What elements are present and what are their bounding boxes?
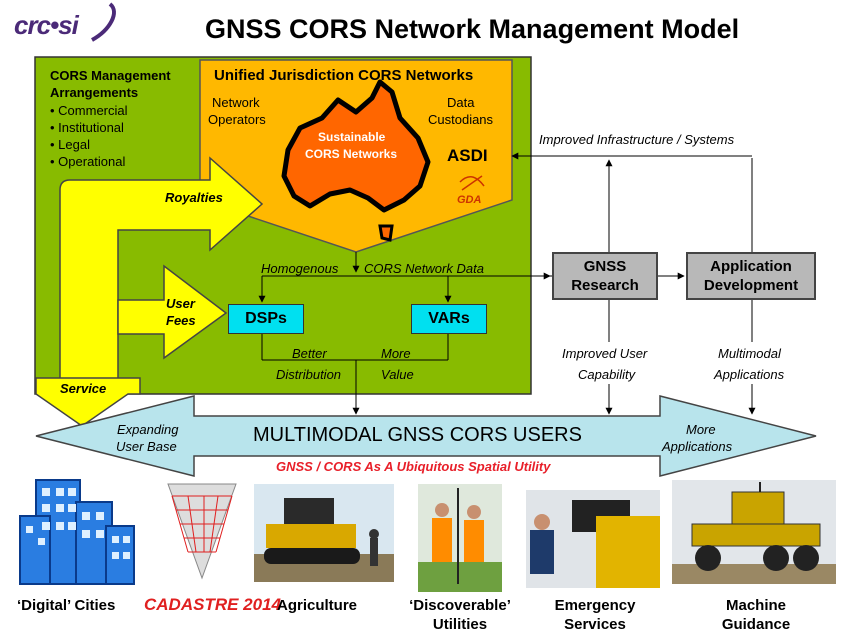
better-label: Better — [292, 346, 327, 361]
arrangements-heading-2: Arrangements — [50, 85, 139, 100]
more-applications-label-1: More — [686, 422, 716, 437]
users-arrow — [35, 395, 817, 477]
homogenous-label: Homogenous — [261, 261, 339, 276]
arrangement-item: • Operational — [50, 154, 126, 169]
arrangement-item: • Institutional — [50, 120, 124, 135]
gnss-research-line-2: Research — [571, 277, 639, 294]
user-fees-arrow — [117, 264, 228, 360]
cors-network-data-label: CORS Network Data — [364, 261, 484, 276]
multimodal-label-1: Multimodal — [718, 346, 781, 361]
more-applications-label-2: Applications — [662, 439, 733, 454]
emergency-illustration — [526, 490, 660, 588]
improved-user-label-1: Improved User — [562, 346, 648, 361]
gnss-research-line-1: GNSS — [583, 258, 627, 275]
tasmania-map — [378, 224, 394, 242]
arrangement-item: • Legal — [50, 137, 90, 152]
improved-infrastructure-label: Improved Infrastructure / Systems — [539, 132, 735, 147]
gda-label: GDA — [457, 194, 482, 206]
gda-mark-icon — [459, 175, 485, 191]
data-custodians-line-1: Data — [447, 95, 475, 110]
utilities-caption-1: ‘Discoverable’ — [409, 597, 511, 614]
utility-tagline: GNSS / CORS As A Ubiquitous Spatial Util… — [276, 459, 551, 474]
emergency-caption-1: Emergency — [554, 597, 636, 614]
digital-cities-illustration — [19, 479, 135, 585]
value-label: Value — [381, 367, 414, 382]
app-dev-line-2: Development — [703, 277, 799, 294]
asdi-label: ASDI — [447, 146, 488, 165]
multimodal-label-2: Applications — [714, 367, 785, 382]
service-arrow — [35, 377, 141, 427]
agriculture-caption: Agriculture — [277, 597, 358, 614]
network-operators-line-1: Network — [212, 95, 260, 110]
utilities-caption-2: Utilities — [432, 616, 488, 633]
service-label: Service — [60, 381, 107, 396]
utilities-illustration — [418, 484, 502, 592]
royalties-arrow — [59, 156, 264, 395]
cities-caption: ‘Digital’ Cities — [17, 597, 116, 614]
users-arrow-label: MULTIMODAL GNSS CORS USERS — [253, 424, 582, 446]
dsps-box: DSPs — [228, 304, 304, 334]
arrangements-heading-1: CORS Management — [50, 68, 171, 83]
gnss-research-box: GNSS Research — [552, 252, 658, 300]
cadastre-illustration — [167, 483, 237, 580]
royalties-label: Royalties — [165, 190, 223, 205]
expanding-label-1: Expanding — [117, 422, 179, 437]
user-fees-label-1: User — [166, 296, 195, 311]
machine-guidance-illustration — [672, 480, 836, 584]
sustainable-line-1: Sustainable — [318, 130, 386, 144]
app-dev-line-1: Application — [710, 258, 792, 275]
improved-user-label-2: Capability — [578, 367, 636, 382]
cadastre-caption: CADASTRE 2014 — [144, 595, 281, 614]
more-label: More — [381, 346, 411, 361]
australia-map — [281, 79, 431, 213]
sustainable-line-2: CORS Networks — [305, 147, 398, 161]
machine-caption-2: Guidance — [721, 616, 791, 633]
unified-heading: Unified Jurisdiction CORS Networks — [214, 67, 474, 84]
crcsi-logo: crc•si — [14, 10, 79, 40]
agriculture-illustration — [254, 484, 394, 582]
expanding-label-2: User Base — [116, 439, 177, 454]
arrangement-item: • Commercial — [50, 103, 128, 118]
user-fees-label-2: Fees — [166, 313, 196, 328]
vars-box: VARs — [411, 304, 487, 334]
arrangements-list: • Commercial • Institutional • Legal • O… — [50, 102, 128, 170]
page-title: GNSS CORS Network Management Model — [205, 14, 740, 44]
network-operators-line-2: Operators — [208, 112, 266, 127]
distribution-label: Distribution — [276, 367, 342, 382]
data-custodians-line-2: Custodians — [428, 112, 494, 127]
logo-swoosh — [90, 2, 116, 42]
machine-caption-1: Machine — [725, 597, 786, 614]
emergency-caption-2: Services — [564, 616, 626, 633]
